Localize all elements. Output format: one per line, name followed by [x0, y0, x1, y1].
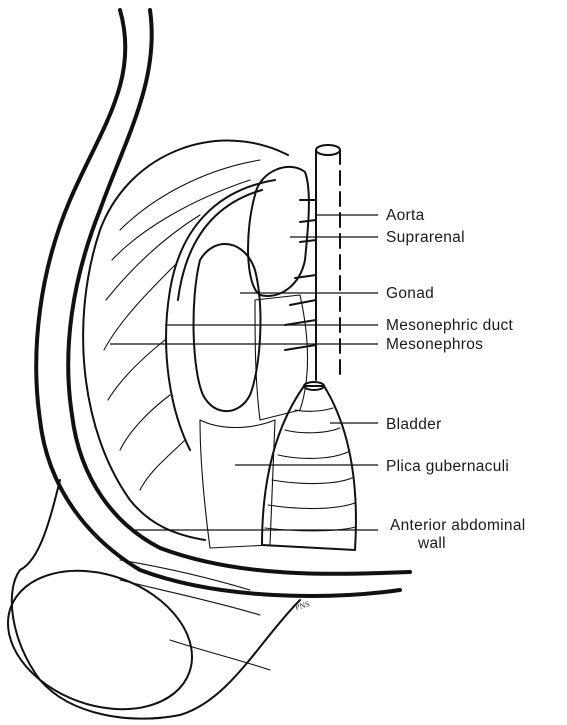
- label-mesonephric-duct: Mesonephric duct: [386, 317, 514, 334]
- artist-signature: PNS: [294, 599, 311, 611]
- plica-gubernaculi-region: [200, 420, 275, 548]
- label-bladder: Bladder: [386, 416, 442, 433]
- leader-lines: [110, 215, 378, 530]
- mesonephros-shape: [255, 295, 308, 420]
- label-plica-gubernaculi: Plica gubernaculi: [386, 458, 509, 475]
- limb-stump: [0, 480, 300, 725]
- label-mesonephros: Mesonephros: [386, 336, 483, 353]
- label-gonad: Gonad: [386, 285, 434, 302]
- label-suprarenal: Suprarenal: [386, 229, 465, 246]
- bladder-shape: [262, 382, 356, 550]
- label-aorta: Aorta: [386, 207, 425, 224]
- gonad-shape: [194, 244, 261, 411]
- aorta-shape: [285, 145, 340, 380]
- label-anterior-abdominal-wall: Anterior abdominal: [390, 517, 526, 534]
- peritoneal-fold: [83, 141, 288, 540]
- label-anterior-abdominal-wall-line2: wall: [417, 535, 446, 552]
- body-wall-outline: [36, 10, 410, 596]
